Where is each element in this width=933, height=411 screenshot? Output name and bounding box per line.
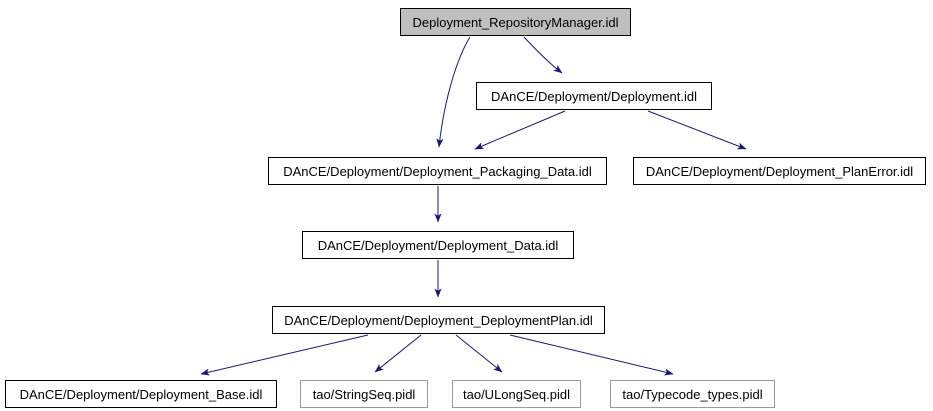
node-deployment[interactable]: DAnCE/Deployment/Deployment.idl: [476, 82, 712, 110]
node-label: DAnCE/Deployment/Deployment_Base.idl: [19, 386, 263, 402]
node-label: tao/StringSeq.pidl: [312, 386, 416, 402]
edge-deployment-to-packaging-data: [474, 110, 566, 150]
node-label: DAnCE/Deployment/Deployment.idl: [491, 88, 697, 104]
edge-root-to-deployment: [523, 36, 563, 74]
node-deployment-planerror[interactable]: DAnCE/Deployment/Deployment_PlanError.id…: [633, 157, 926, 185]
node-deployment-packaging-data[interactable]: DAnCE/Deployment/Deployment_Packaging_Da…: [268, 157, 607, 185]
node-label: Deployment_RepositoryManager.idl: [412, 14, 619, 30]
node-tao-typecode-types[interactable]: tao/Typecode_types.pidl: [610, 380, 775, 408]
edge-deployment-plan-to-typecode-types: [509, 334, 674, 376]
node-label: DAnCE/Deployment/Deployment_Packaging_Da…: [283, 163, 592, 179]
node-deployment-data[interactable]: DAnCE/Deployment/Deployment_Data.idl: [302, 231, 574, 259]
node-deployment-repositorymanager[interactable]: Deployment_RepositoryManager.idl: [400, 8, 631, 36]
edge-deployment-plan-to-ulong-seq: [455, 334, 503, 373]
node-label: DAnCE/Deployment/Deployment_Data.idl: [317, 237, 559, 253]
edge-root-to-packaging-data: [436, 36, 471, 148]
node-label: DAnCE/Deployment/Deployment_PlanError.id…: [645, 163, 914, 179]
edge-deployment-plan-to-string-seq: [374, 334, 422, 373]
node-label: tao/Typecode_types.pidl: [622, 386, 763, 402]
node-deployment-base[interactable]: DAnCE/Deployment/Deployment_Base.idl: [5, 380, 277, 408]
edge-deployment-plan-to-deployment-base: [200, 334, 369, 376]
node-label: DAnCE/Deployment/Deployment_DeploymentPl…: [284, 312, 593, 328]
node-tao-stringseq[interactable]: tao/StringSeq.pidl: [300, 380, 428, 408]
node-deployment-deploymentplan[interactable]: DAnCE/Deployment/Deployment_DeploymentPl…: [272, 306, 605, 334]
node-label: tao/ULongSeq.pidl: [463, 386, 570, 402]
node-tao-ulongseq[interactable]: tao/ULongSeq.pidl: [452, 380, 581, 408]
edge-deployment-to-plan-error: [647, 110, 747, 150]
